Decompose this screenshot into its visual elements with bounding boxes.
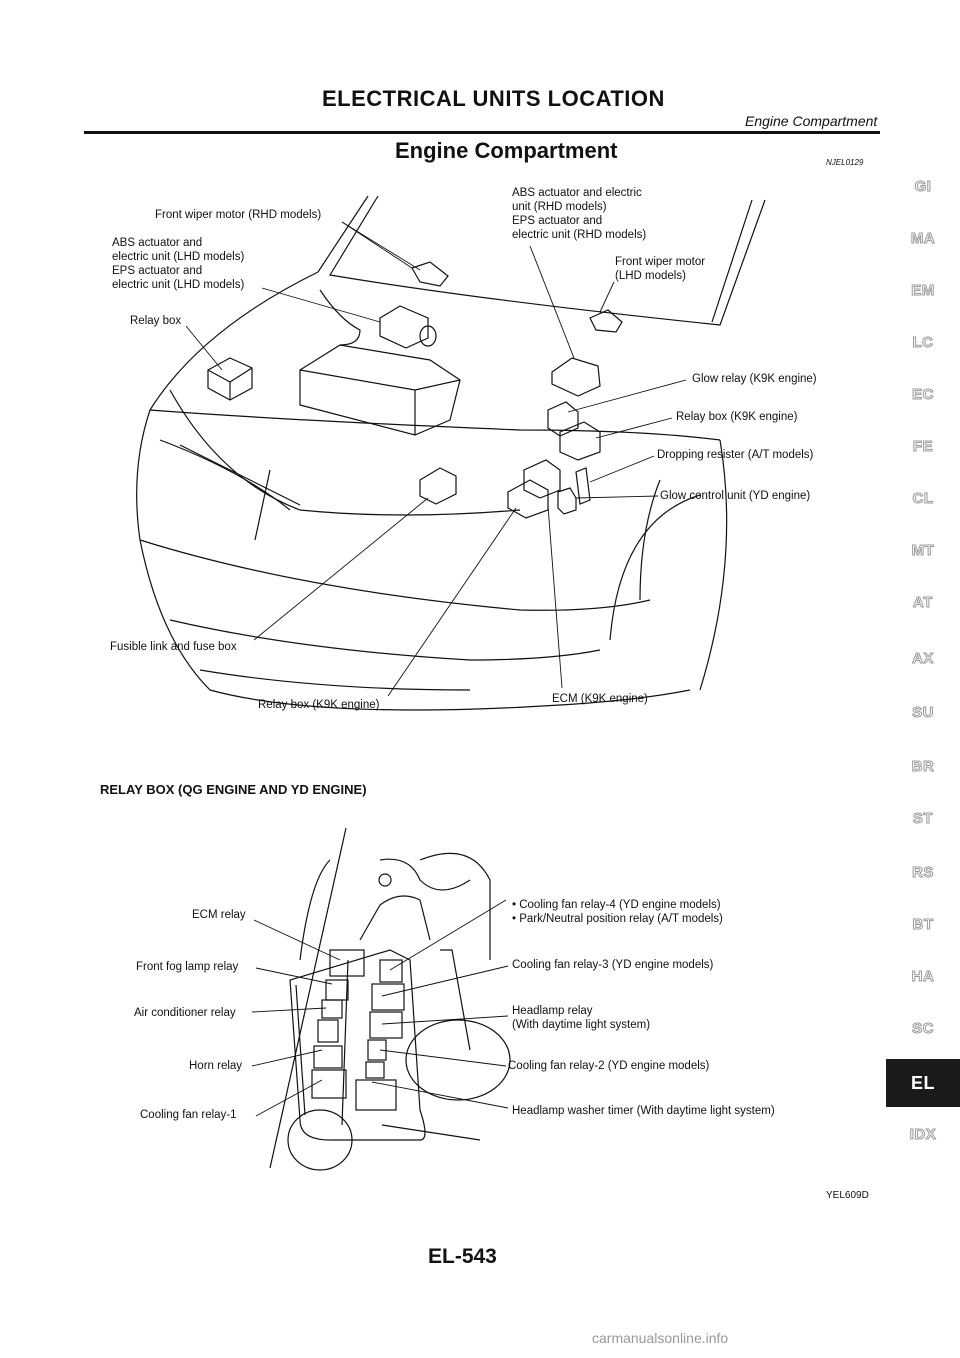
section-code: NJEL0129 [826,158,864,167]
label-cooling-fan-relay-2: Cooling fan relay-2 (YD engine models) [508,1060,710,1072]
header-title: ELECTRICAL UNITS LOCATION [322,86,665,111]
tab-fe[interactable]: FE [912,438,934,456]
label-relay-box-k9k-right: Relay box (K9K engine) [676,411,798,423]
section-title: Engine Compartment [395,138,618,163]
label-front-wiper-rhd: Front wiper motor (RHD models) [155,209,322,221]
tab-cl[interactable]: CL [912,490,934,508]
tab-br[interactable]: BR [911,758,935,776]
tab-em[interactable]: EM [911,282,935,300]
label-abs-lhd: ABS actuator and electric unit (LHD mode… [112,237,245,291]
tab-el[interactable]: EL [886,1059,960,1107]
label-relay-box: Relay box [130,315,182,327]
label-headlamp-relay: Headlamp relay (With daytime light syste… [512,1005,651,1031]
label-front-wiper-lhd: Front wiper motor (LHD models) [615,256,706,282]
label-cooling-fan-relay-4: • Cooling fan relay-4 (YD engine models)… [512,899,723,925]
label-dropping-resister: Dropping resister (A/T models) [657,449,814,461]
tab-at[interactable]: AT [913,594,933,612]
label-ecm-relay: ECM relay [192,909,246,921]
tab-ax[interactable]: AX [912,650,934,668]
label-glow-relay: Glow relay (K9K engine) [692,373,817,385]
tab-su[interactable]: SU [912,704,934,722]
tab-st[interactable]: ST [912,810,934,828]
label-cooling-fan-relay-1: Cooling fan relay-1 [140,1109,237,1121]
label-relay-box-k9k-bottom: Relay box (K9K engine) [258,699,380,711]
label-cooling-fan-relay-3: Cooling fan relay-3 (YD engine models) [512,959,714,971]
tab-ma[interactable]: MA [910,230,936,248]
tab-sc[interactable]: SC [912,1020,934,1038]
tab-idx[interactable]: IDX [909,1126,937,1144]
figure-code: YEL609D [826,1190,869,1201]
label-fusible-link: Fusible link and fuse box [110,641,237,653]
tab-ec[interactable]: EC [912,386,934,404]
relay-box-section-title: RELAY BOX (QG ENGINE AND YD ENGINE) [100,782,367,797]
label-abs-rhd: ABS actuator and electric unit (RHD mode… [512,187,647,241]
page-number: EL-543 [428,1245,497,1268]
tab-ha[interactable]: HA [911,968,935,986]
tab-bt[interactable]: BT [912,916,934,934]
label-front-fog-relay: Front fog lamp relay [136,961,239,973]
header-subtitle: Engine Compartment [745,113,878,129]
tab-lc[interactable]: LC [912,334,934,352]
tab-gi[interactable]: GI [914,178,932,196]
label-headlamp-washer-timer: Headlamp washer timer (With daytime ligh… [512,1105,775,1117]
tab-rs[interactable]: RS [912,864,934,882]
label-air-conditioner-relay: Air conditioner relay [134,1007,236,1019]
watermark: carmanualsonline.info [592,1330,729,1346]
tab-mt[interactable]: MT [911,542,935,560]
label-ecm-k9k: ECM (K9K engine) [552,693,648,705]
label-horn-relay: Horn relay [189,1060,243,1072]
label-glow-control: Glow control unit (YD engine) [660,490,811,502]
header-rule [84,131,880,134]
